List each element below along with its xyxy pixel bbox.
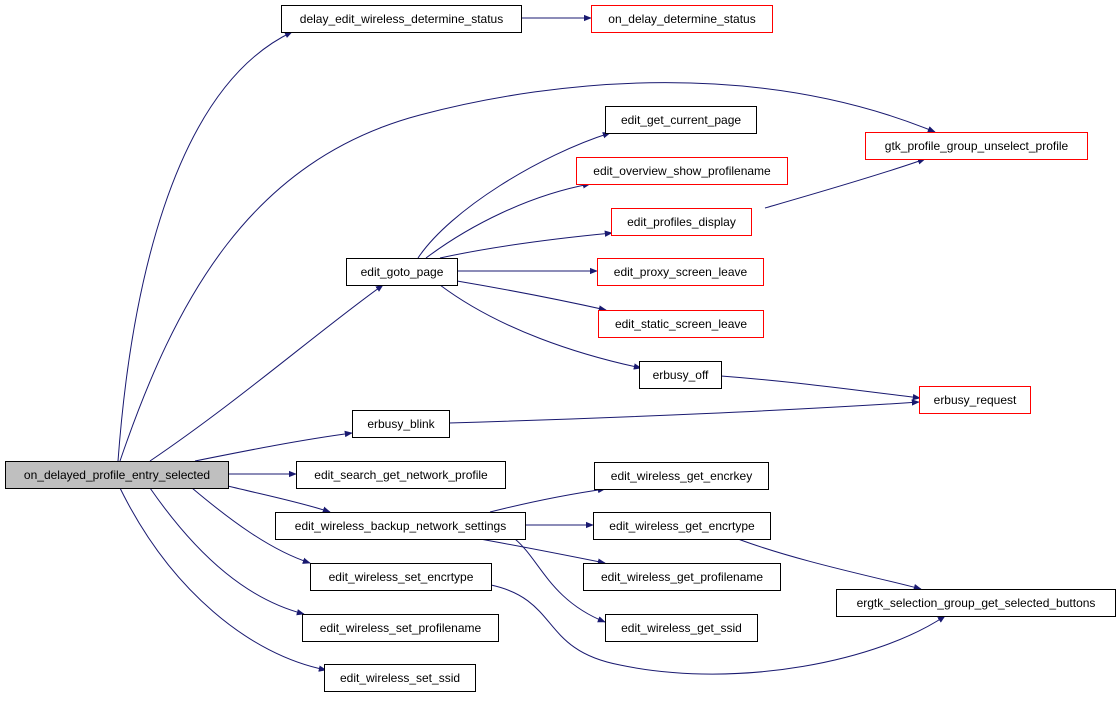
node-box	[639, 361, 722, 389]
node-label: on_delayed_profile_entry_selected	[24, 468, 210, 482]
node-label: delay_edit_wireless_determine_status	[300, 12, 503, 26]
edge-on_delayed_profile_entry_selected-to-edit_wireless_set_encrtype	[191, 487, 311, 564]
edge-edit_profiles_display-to-gtk_profile_group_unselect_profile	[764, 158, 926, 209]
node-label: erbusy_request	[934, 393, 1017, 407]
node-box	[597, 258, 764, 286]
node-label: erbusy_blink	[367, 417, 435, 431]
node-label: edit_profiles_display	[627, 215, 736, 229]
node-box	[576, 157, 788, 185]
node-label: ergtk_selection_group_get_selected_butto…	[857, 596, 1096, 610]
edge-edit_wireless_set_encrtype-to-ergtk_selection_group_get_selected_buttons	[490, 584, 946, 675]
node-edit_wireless_get_encrkey[interactable]: edit_wireless_get_encrkey	[594, 462, 769, 490]
edge-on_delayed_profile_entry_selected-to-gtk_profile_group_unselect_profile	[119, 82, 936, 462]
node-edit_wireless_set_encrtype[interactable]: edit_wireless_set_encrtype	[310, 563, 492, 591]
node-box	[605, 614, 758, 642]
node-box	[836, 589, 1116, 617]
node-edit_wireless_set_profilename[interactable]: edit_wireless_set_profilename	[302, 614, 499, 642]
nodes-layer: on_delayed_profile_entry_selected delay_e…	[5, 5, 1116, 692]
node-edit_wireless_get_encrtype[interactable]: edit_wireless_get_encrtype	[593, 512, 771, 540]
node-erbusy_off[interactable]: erbusy_off	[639, 361, 722, 389]
edge-on_delayed_profile_entry_selected-to-erbusy_blink	[194, 430, 353, 462]
node-erbusy_request[interactable]: erbusy_request	[919, 386, 1031, 414]
node-label: edit_get_current_page	[621, 113, 741, 127]
node-label: edit_static_screen_leave	[615, 317, 747, 331]
edge-edit_goto_page-to-edit_get_current_page	[417, 132, 611, 259]
node-label: edit_search_get_network_profile	[314, 468, 488, 482]
node-box	[611, 208, 752, 236]
node-label: edit_goto_page	[361, 265, 444, 279]
edge-edit_goto_page-to-erbusy_off	[439, 284, 642, 370]
node-on_delay_determine_status[interactable]: on_delay_determine_status	[591, 5, 773, 33]
edge-edit_wireless_backup_network_settings-to-edit_wireless_get_ssid	[514, 538, 606, 623]
node-box	[605, 106, 757, 134]
node-on_delayed_profile_entry_selected[interactable]: on_delayed_profile_entry_selected	[5, 461, 229, 489]
node-label: edit_wireless_get_encrtype	[609, 519, 755, 533]
node-edit_static_screen_leave[interactable]: edit_static_screen_leave	[598, 310, 764, 338]
edge-erbusy_off-to-erbusy_request	[720, 375, 921, 401]
edge-on_delayed_profile_entry_selected-to-edit_wireless_set_profilename	[149, 487, 305, 616]
edge-edit_wireless_backup_network_settings-to-edit_wireless_get_encrkey	[489, 486, 606, 513]
node-label: edit_wireless_set_encrtype	[329, 570, 474, 584]
edges-layer	[117, 14, 946, 675]
node-label: edit_wireless_get_encrkey	[611, 469, 752, 483]
node-box	[594, 462, 769, 490]
node-label: edit_wireless_set_profilename	[320, 621, 482, 635]
node-edit_wireless_get_ssid[interactable]: edit_wireless_get_ssid	[605, 614, 758, 642]
node-edit_overview_show_profilename[interactable]: edit_overview_show_profilename	[576, 157, 788, 185]
edge-edit_wireless_get_encrtype-to-ergtk_selection_group_get_selected_buttons	[737, 538, 922, 591]
node-box	[593, 512, 771, 540]
node-box	[310, 563, 492, 591]
node-label: edit_wireless_set_ssid	[340, 671, 460, 685]
node-box	[296, 461, 506, 489]
node-box	[281, 5, 522, 33]
node-label: gtk_profile_group_unselect_profile	[885, 139, 1069, 153]
node-edit_goto_page[interactable]: edit_goto_page	[346, 258, 458, 286]
node-edit_get_current_page[interactable]: edit_get_current_page	[605, 106, 757, 134]
edge-on_delayed_profile_entry_selected-to-edit_wireless_backup_network_settings	[227, 485, 331, 513]
node-edit_wireless_set_ssid[interactable]: edit_wireless_set_ssid	[324, 664, 476, 692]
node-label: edit_overview_show_profilename	[593, 164, 771, 178]
node-box	[591, 5, 773, 33]
node-ergtk_selection_group_get_selected_buttons[interactable]: ergtk_selection_group_get_selected_butto…	[836, 589, 1116, 617]
node-box	[5, 461, 229, 489]
node-erbusy_blink[interactable]: erbusy_blink	[352, 410, 450, 438]
node-box	[583, 563, 781, 591]
node-edit_wireless_backup_network_settings[interactable]: edit_wireless_backup_network_settings	[275, 512, 526, 540]
node-label: edit_wireless_get_profilename	[601, 570, 763, 584]
node-box	[352, 410, 450, 438]
node-edit_search_get_network_profile[interactable]: edit_search_get_network_profile	[296, 461, 506, 489]
edge-on_delayed_profile_entry_selected-to-delay_edit_wireless_determine_status	[117, 31, 293, 462]
node-box	[919, 386, 1031, 414]
node-box	[324, 664, 476, 692]
edge-edit_goto_page-to-edit_overview_show_profilename	[425, 182, 591, 259]
node-edit_wireless_get_profilename[interactable]: edit_wireless_get_profilename	[583, 563, 781, 591]
node-label: edit_wireless_get_ssid	[621, 621, 742, 635]
edge-erbusy_blink-to-erbusy_request	[448, 399, 920, 424]
node-label: on_delay_determine_status	[608, 12, 755, 26]
node-label: erbusy_off	[653, 368, 709, 382]
node-label: edit_wireless_backup_network_settings	[295, 519, 506, 533]
node-gtk_profile_group_unselect_profile[interactable]: gtk_profile_group_unselect_profile	[865, 132, 1088, 160]
edge-edit_wireless_backup_network_settings-to-edit_wireless_get_profilename	[479, 538, 606, 565]
node-edit_proxy_screen_leave[interactable]: edit_proxy_screen_leave	[597, 258, 764, 286]
edge-on_delayed_profile_entry_selected-to-edit_goto_page	[149, 284, 384, 462]
edge-on_delayed_profile_entry_selected-to-edit_wireless_set_ssid	[119, 487, 327, 672]
node-delay_edit_wireless_determine_status[interactable]: delay_edit_wireless_determine_status	[281, 5, 522, 33]
node-box	[275, 512, 526, 540]
node-box	[302, 614, 499, 642]
node-edit_profiles_display[interactable]: edit_profiles_display	[611, 208, 752, 236]
edge-edit_goto_page-to-edit_profiles_display	[439, 230, 613, 259]
edge-edit_goto_page-to-edit_static_screen_leave	[456, 280, 607, 312]
node-box	[346, 258, 458, 286]
node-box	[865, 132, 1088, 160]
node-box	[598, 310, 764, 338]
node-label: edit_proxy_screen_leave	[614, 265, 748, 279]
